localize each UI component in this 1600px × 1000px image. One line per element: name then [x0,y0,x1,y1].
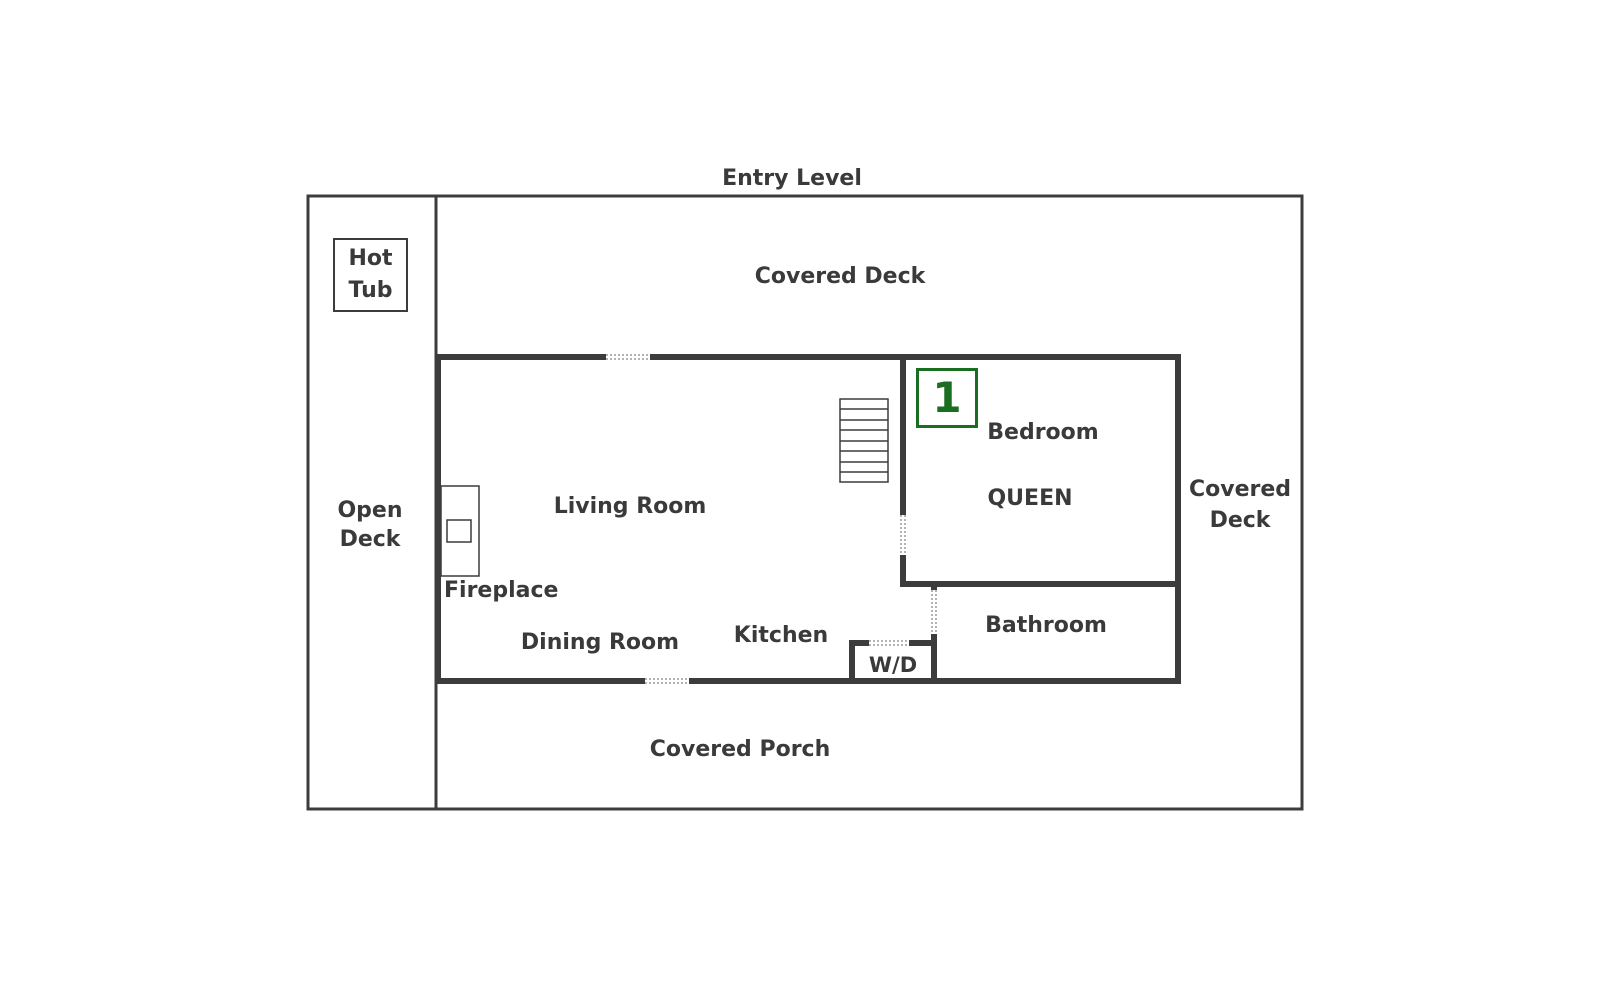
living-room-label: Living Room [553,494,707,519]
house-walls [435,354,1181,684]
door-wd [869,639,909,647]
fireplace-label: Fireplace [444,578,559,603]
door-top [606,353,650,361]
door-bottom [645,677,689,685]
dining-room-label: Dining Room [520,630,680,655]
bedroom-number-badge: 1 [916,368,978,428]
covered-deck-right-label: Covered Deck [1188,477,1292,533]
outer-boundary [306,194,1304,811]
open-deck-label: Open Deck [337,498,403,552]
level-title: Entry Level [722,166,862,191]
wd-label: W/D [868,653,918,677]
door-bedroom [899,515,907,555]
covered-deck-top-label: Covered Deck [754,264,926,289]
hot-tub-outline [333,238,408,312]
bathroom-label: Bathroom [985,613,1107,638]
door-bathroom [930,590,938,634]
hot-tub-label: Hot Tub [348,246,393,303]
fireplace-symbol [440,485,480,577]
covered-porch-label: Covered Porch [649,737,831,762]
bed-size-label: QUEEN [987,486,1073,511]
staircase [839,398,889,483]
bedroom-label: Bedroom [987,420,1099,445]
kitchen-label: Kitchen [733,623,829,648]
